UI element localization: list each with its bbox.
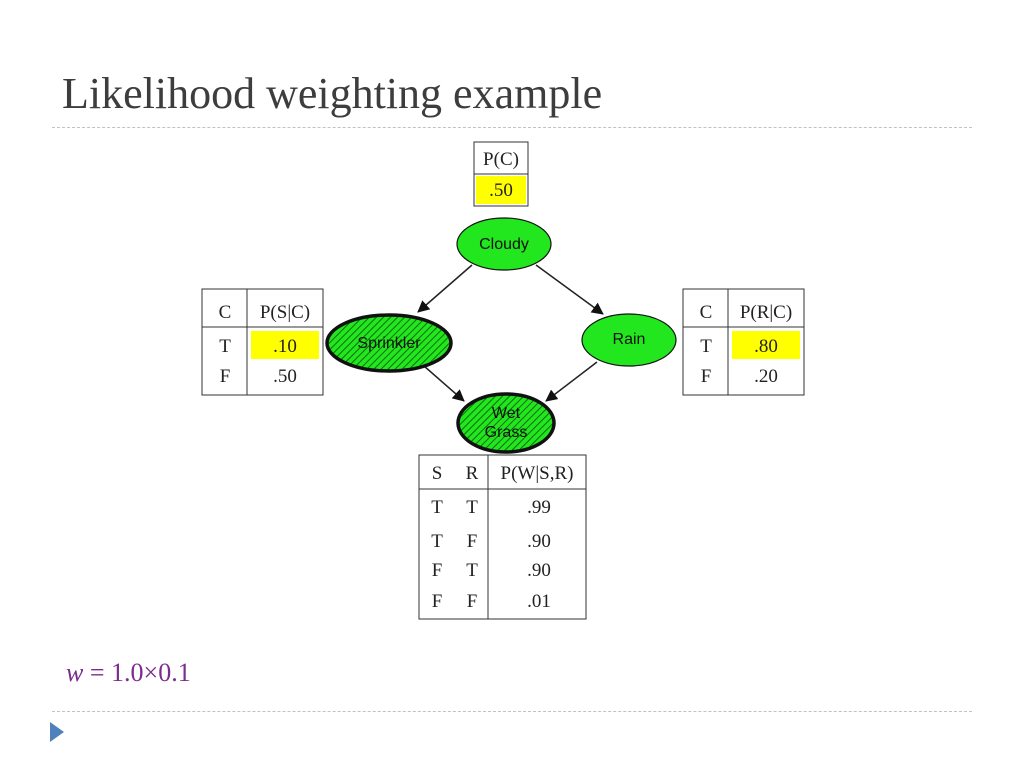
cpt-wetgrass-col-r: R: [466, 463, 479, 484]
cpt-rain-row-c: T: [700, 336, 712, 357]
cpt-wetgrass-col-s: S: [432, 463, 443, 484]
cpt-wetgrass-row-r: F: [467, 531, 478, 552]
cpt-sprinkler: C P(S|C) T .10 F .50: [201, 288, 324, 396]
triangle-bullet-icon: [50, 722, 64, 742]
cpt-rain: C P(R|C) T .80 F .20: [682, 288, 805, 396]
cpt-wetgrass-row-r: T: [466, 497, 478, 518]
cpt-sprinkler-col-c: C: [219, 302, 232, 323]
cpt-rain-highlight: [732, 331, 800, 359]
cpt-wetgrass-col-p: P(W|S,R): [501, 463, 574, 484]
edge-sprinkler-wetgrass: [423, 365, 465, 402]
cpt-rain-col-c: C: [700, 302, 713, 323]
cpt-rain-row-p: .20: [754, 366, 778, 387]
cpt-wetgrass-row-p: .90: [527, 560, 551, 581]
cpt-wetgrass-row-r: F: [467, 591, 478, 612]
cpt-wetgrass-row-p: .01: [527, 591, 551, 612]
node-wetgrass: Wet Grass: [456, 392, 556, 454]
node-sprinkler: Sprinkler: [325, 313, 453, 373]
weight-times: ×: [143, 658, 159, 687]
cpt-sprinkler-row-p: .50: [273, 366, 297, 387]
cpt-wetgrass-row-p: .99: [527, 497, 551, 518]
cpt-sprinkler-highlight: [251, 331, 319, 359]
weight-equals: =: [89, 658, 105, 687]
node-sprinkler-label: Sprinkler: [357, 335, 421, 352]
footer-divider: [52, 711, 972, 712]
cpt-wetgrass-row-p: .90: [527, 531, 551, 552]
cpt-sprinkler-row-p: .10: [273, 336, 297, 357]
weight-formula: w = 1.0×0.1: [66, 658, 191, 688]
cpt-sprinkler-row-c: T: [219, 336, 231, 357]
weight-left-factor: 1.0: [111, 658, 144, 687]
edge-rain-wetgrass: [545, 361, 598, 402]
cpt-wetgrass-row-s: F: [432, 560, 443, 581]
cpt-sprinkler-col-p: P(S|C): [260, 302, 310, 323]
cpt-wetgrass-row-s: T: [431, 531, 443, 552]
cpt-cloudy: P(C) .50: [473, 141, 529, 207]
cpt-rain-row-c: F: [701, 366, 712, 387]
node-cloudy-label: Cloudy: [479, 236, 529, 253]
cpt-wetgrass-row-s: T: [431, 497, 443, 518]
title-divider: [52, 127, 972, 128]
cpt-cloudy-value: .50: [489, 180, 513, 201]
cpt-rain-col-p: P(R|C): [740, 302, 792, 323]
cpt-rain-row-p: .80: [754, 336, 778, 357]
node-wetgrass-label-2: Grass: [485, 424, 528, 441]
edge-cloudy-rain: [535, 264, 604, 315]
node-cloudy: Cloudy: [456, 217, 552, 271]
edge-cloudy-sprinkler: [417, 264, 473, 313]
cpt-sprinkler-row-c: F: [220, 366, 231, 387]
cpt-cloudy-highlight: [476, 176, 526, 204]
cpt-cloudy-header: P(C): [483, 149, 519, 170]
node-rain: Rain: [581, 313, 677, 367]
slide-title: Likelihood weighting example: [62, 69, 603, 118]
cpt-wetgrass-row-s: F: [432, 591, 443, 612]
node-wetgrass-label-1: Wet: [492, 405, 521, 422]
node-rain-label: Rain: [613, 331, 646, 348]
weight-variable: w: [66, 658, 84, 687]
cpt-wetgrass: S R P(W|S,R) T T .99 T F .90 F T .90 F F…: [418, 454, 587, 620]
weight-right-factor: 0.1: [158, 658, 191, 687]
cpt-wetgrass-row-r: T: [466, 560, 478, 581]
